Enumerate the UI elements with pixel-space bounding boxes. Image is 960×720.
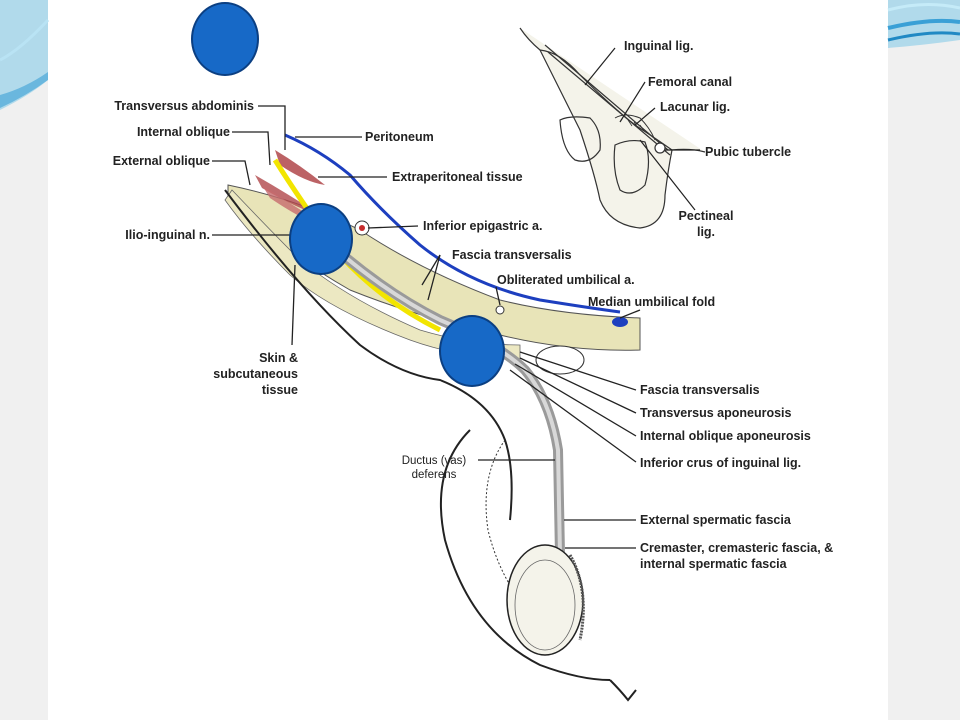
label-lacunar-lig: Lacunar lig. (660, 100, 731, 114)
label-internal-oblique: Internal oblique (136, 125, 230, 139)
label-external-spermatic-fascia: External spermatic fascia (640, 513, 791, 527)
marker-circle-3[interactable] (439, 315, 505, 387)
label-femoral-canal: Femoral canal (648, 75, 733, 89)
label-median-umbilical-fold: Median umbilical fold (588, 295, 716, 309)
label-external-oblique: External oblique (112, 154, 210, 168)
top-left-swoosh-icon (0, 0, 50, 110)
label-inferior-epigastric: Inferior epigastric a. (423, 219, 543, 233)
marker-circle-1[interactable] (191, 2, 259, 76)
label-pectineal-lig: Pectineal lig. (678, 209, 734, 239)
left-margin-band (0, 0, 48, 720)
right-margin-band (888, 0, 960, 720)
marker-circle-2[interactable] (289, 203, 353, 275)
inset-pelvis-sketch (519, 27, 706, 229)
label-obliterated-umbilical: Obliterated umbilical a. (497, 273, 635, 287)
label-inferior-crus: Inferior crus of inguinal lig. (640, 456, 802, 470)
label-internal-oblique-aponeurosis: Internal oblique aponeurosis (640, 429, 811, 443)
label-transversus-abdominis: Transversus abdominis (114, 99, 254, 113)
label-peritoneum: Peritoneum (365, 130, 434, 144)
label-skin-subcutaneous: Skin & subcutaneous tissue (213, 351, 298, 397)
label-ilio-inguinal: Ilio-inguinal n. (125, 228, 210, 242)
label-extraperitoneal-tissue: Extraperitoneal tissue (392, 170, 523, 184)
label-fascia-transversalis-2: Fascia transversalis (640, 383, 760, 397)
label-inguinal-lig: Inguinal lig. (624, 39, 694, 53)
label-pubic-tubercle: Pubic tubercle (705, 145, 792, 159)
label-ductus-deferens: Ductus (vas) deferens (401, 455, 467, 481)
top-right-swoosh-icon (887, 0, 960, 48)
label-fascia-transversalis-1: Fascia transversalis (452, 248, 572, 262)
inset-leader-lines (584, 47, 700, 211)
label-transversus-aponeurosis: Transversus aponeurosis (640, 406, 792, 420)
leader-lines (212, 105, 641, 549)
label-cremaster: Cremaster, cremasteric fascia, & interna… (640, 541, 834, 571)
